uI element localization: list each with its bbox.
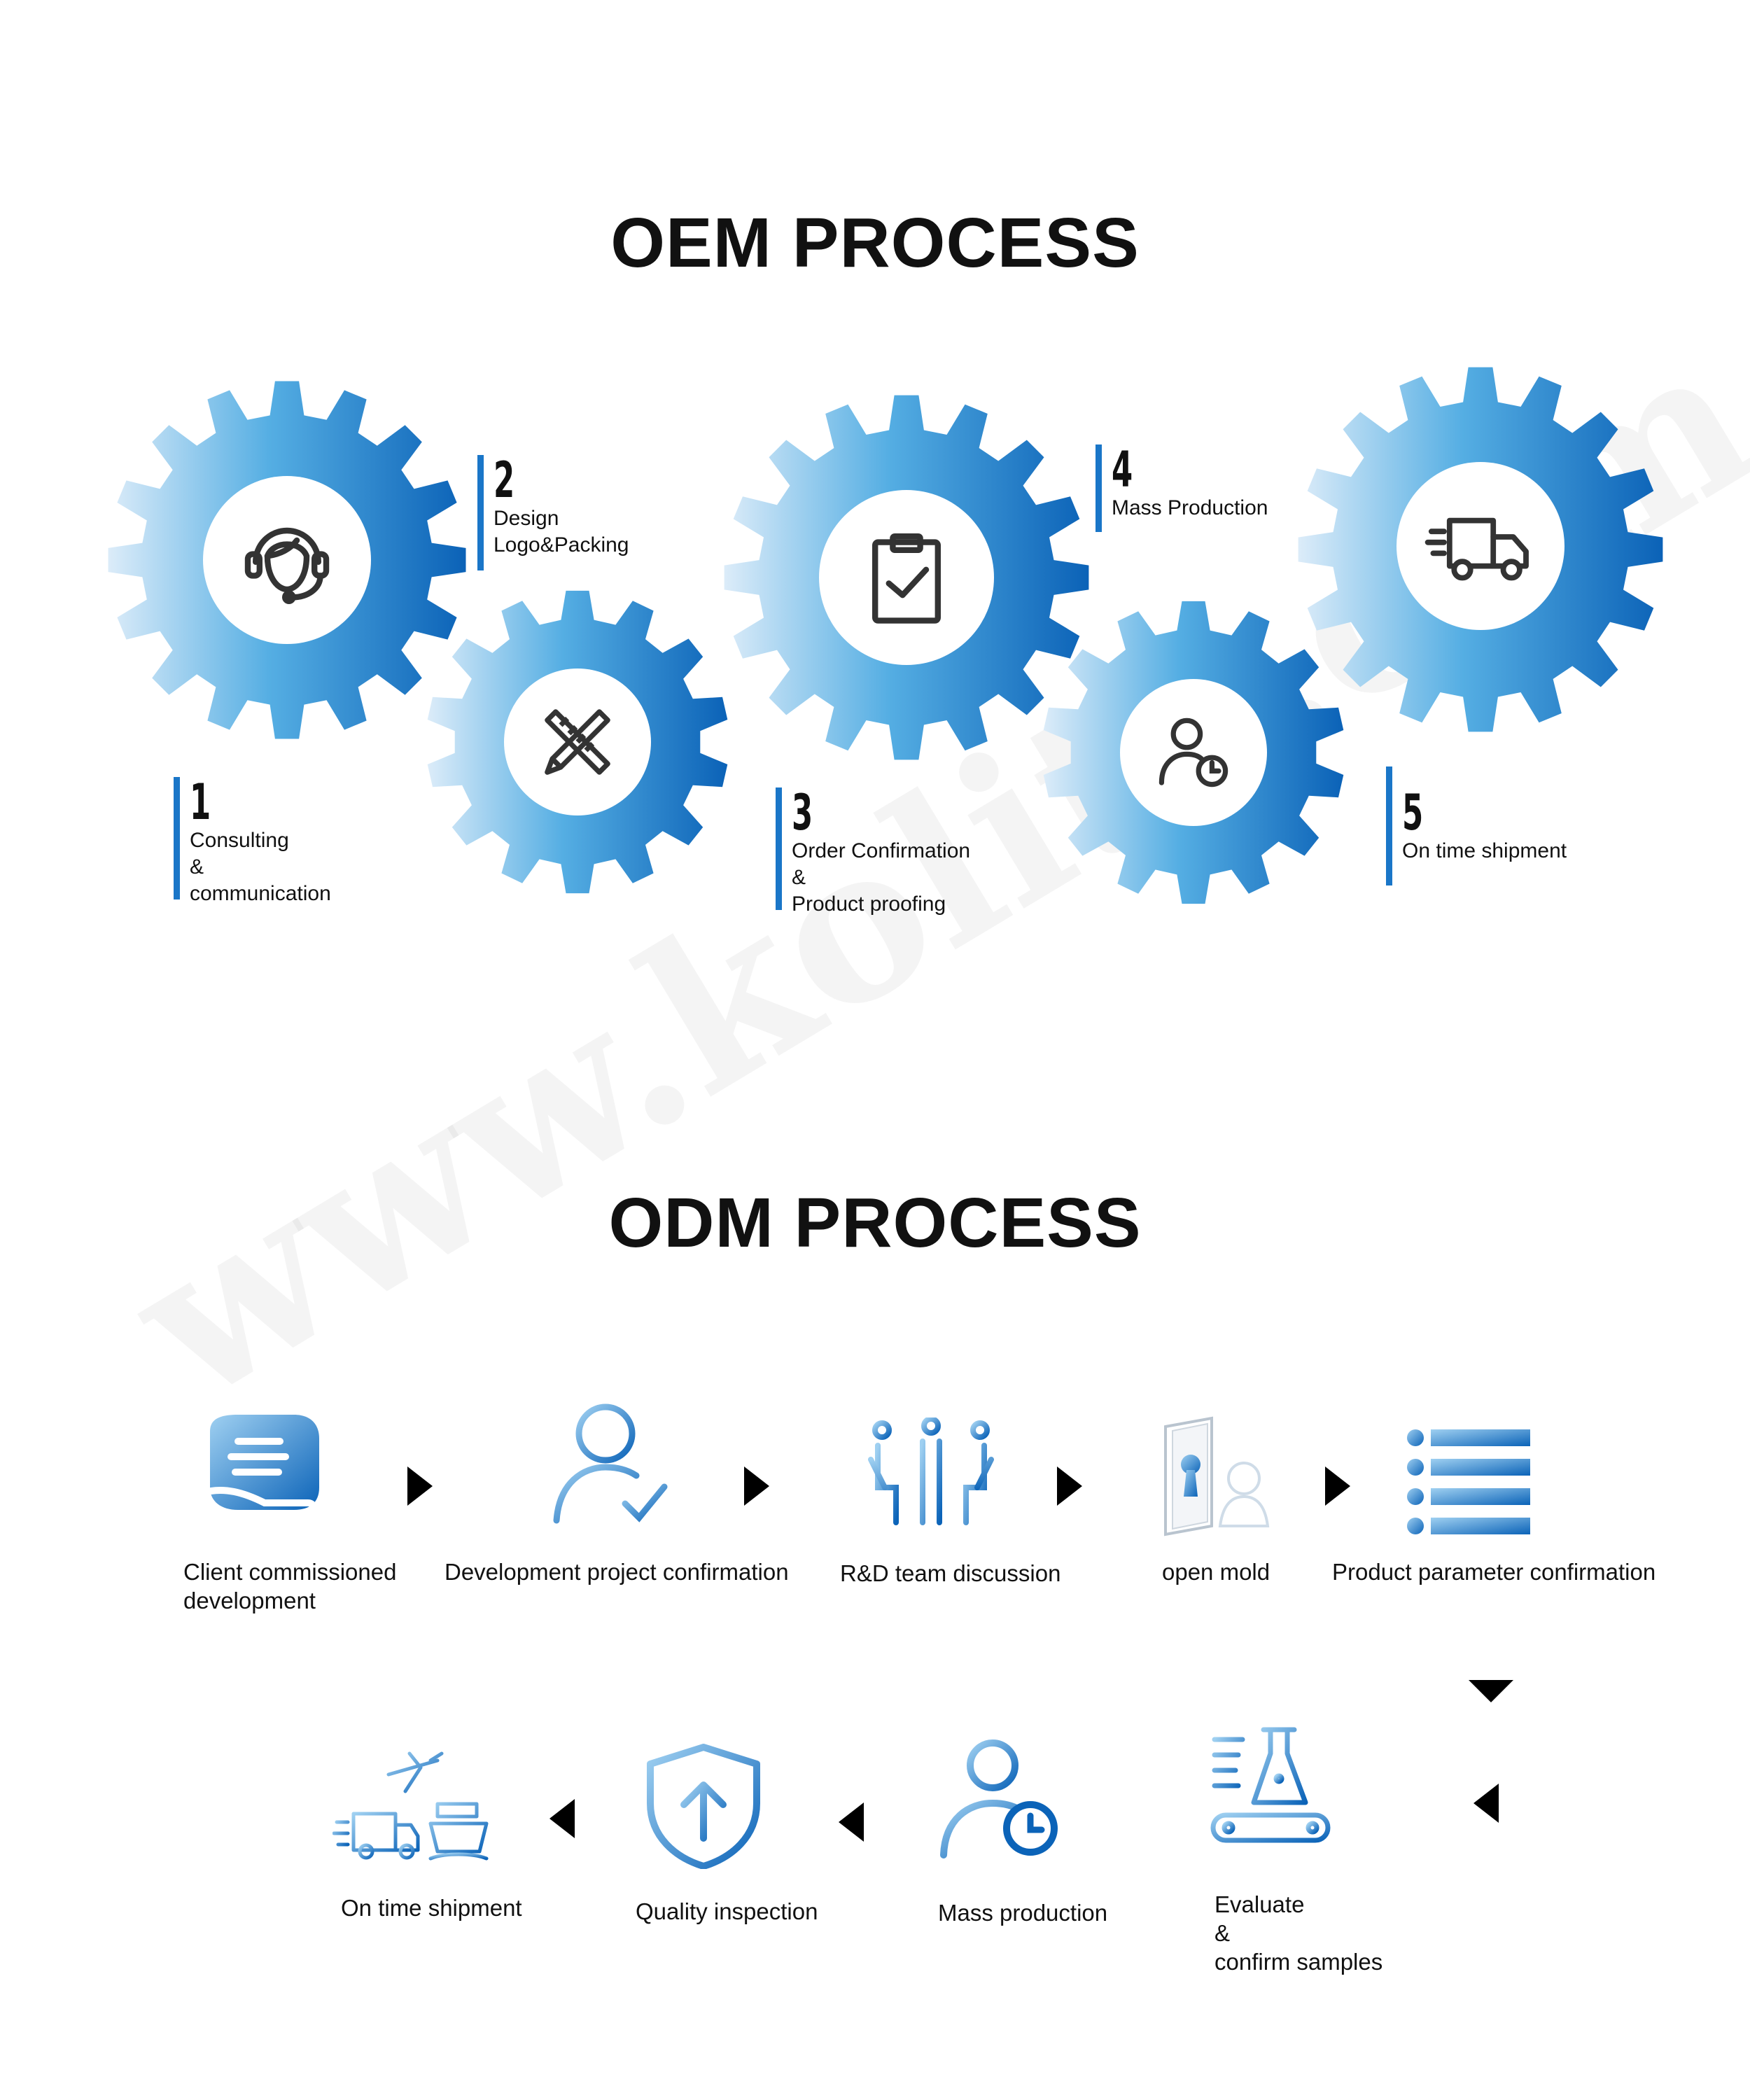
step-text: Logo&Packing [493,533,629,556]
headset-agent-icon [244,527,330,604]
odm-step-label: Development project confirmation [444,1558,789,1586]
step-text: Consulting [190,829,289,852]
label-line: Mass production [938,1900,1108,1926]
step-text: Product proofing [792,892,946,916]
gear-center [203,476,371,644]
list-bullet [1407,1518,1424,1534]
odm-step-label: On time shipment [341,1893,522,1922]
gear-2 [424,588,732,896]
gear-center [1120,679,1267,826]
flow-arrow-left [839,1802,864,1842]
gear-1 [105,378,469,742]
label-line: Client commissioned [183,1559,397,1585]
oem-step-4: 4 Mass Production [1096,444,1268,532]
label-line: Quality inspection [636,1898,818,1924]
keyhole-door-icon [1144,1414,1270,1536]
gear-center [1396,462,1564,630]
label-line: On time shipment [341,1895,522,1921]
step-number: 5 [1402,784,1424,841]
flow-arrow-down [1469,1680,1513,1702]
oem-step-1: 1 Consulting & communication [174,774,331,905]
step-text: & [190,855,204,878]
flow-arrow-right [744,1466,769,1506]
step-text: On time shipment [1402,839,1567,862]
list-bar [1431,1488,1530,1505]
team-meeting-icon [868,1416,994,1530]
label-line: & [1214,1920,1231,1946]
step-number: 2 [493,451,515,509]
odm-step-label: Client commissioned development [183,1558,396,1615]
step-text: Order Confirmation [792,839,971,862]
label-line: development [183,1588,316,1614]
odm-step-label: Mass production [938,1898,1107,1927]
gear-5 [1295,364,1666,735]
gear-center [819,490,994,665]
gear-4 [1040,598,1348,906]
step-text: & [792,866,806,889]
step-text: communication [190,882,331,905]
label-line: open mold [1162,1559,1270,1585]
label-line: Evaluate [1214,1891,1305,1917]
flow-arrow-right [1325,1466,1350,1506]
flow-arrow-right [407,1466,433,1506]
parameter-list-icon [1407,1421,1533,1540]
odm-step-label: open mold [1162,1558,1270,1586]
list-bullet [1407,1488,1424,1505]
gear-3 [721,392,1092,763]
list-bar [1431,1518,1530,1534]
shipping-modes-icon [332,1746,500,1869]
list-bar [1431,1429,1530,1446]
step-number: 4 [1112,441,1133,498]
step-number: 3 [792,784,813,841]
clipboard-check-icon [872,533,941,624]
shield-upload-icon [640,1743,766,1870]
oem-step-2: 2 Design Logo&Packing [477,455,629,570]
oem-step-3: 3 Order Confirmation & Product proofing [776,784,971,916]
list-bar [1431,1459,1530,1476]
oem-step-5: 5 On time shipment [1386,766,1567,886]
gear-center [504,668,651,816]
user-clock-icon [938,1736,1060,1858]
delivery-truck-icon [1424,517,1529,581]
odm-step-label: Evaluate & confirm samples [1214,1890,1382,1976]
odm-step-label: R&D team discussion [840,1559,1060,1588]
step-text: Design [493,507,559,530]
flow-arrow-left [550,1799,575,1838]
odm-title: ODM PROCESS [608,1184,1142,1262]
flow-arrow-right [1057,1466,1082,1506]
hand-chat-icon [196,1410,329,1530]
user-clock-icon [1158,718,1228,788]
odm-step-label: Quality inspection [636,1897,818,1926]
label-line: Development project confirmation [444,1559,789,1585]
lab-flask-icon [1208,1726,1334,1848]
flow-arrow-left [1474,1784,1499,1823]
pencil-ruler-icon [545,709,610,775]
list-bullet [1407,1459,1424,1476]
label-line: confirm samples [1214,1949,1383,1975]
label-line: R&D team discussion [840,1560,1061,1586]
step-text: Mass Production [1112,496,1268,519]
list-bullet [1407,1429,1424,1446]
odm-step-label: Product parameter confirmation [1332,1558,1656,1586]
oem-title: OEM PROCESS [610,204,1140,282]
label-line: Product parameter confirmation [1332,1559,1656,1585]
user-check-icon [550,1400,676,1526]
step-number: 1 [190,774,211,831]
